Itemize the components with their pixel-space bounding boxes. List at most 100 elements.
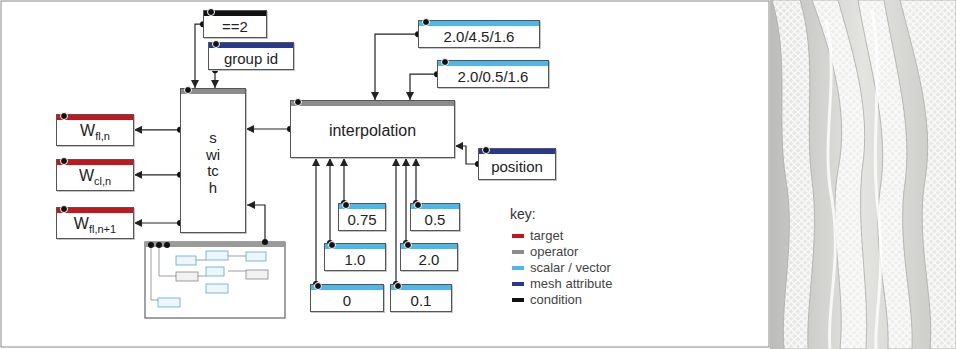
node-content: 0 [343,292,351,309]
node-text: 0.75 [347,211,376,228]
connector [246,128,290,129]
legend-text: mesh attribute [530,276,612,291]
legend-text: operator [530,244,578,259]
subgraph-wire [247,205,265,242]
connector [134,222,180,223]
subgraph-thumbnail [145,242,285,318]
node-text: switch [206,130,221,196]
connector [395,158,396,284]
operator-box: switch [180,88,246,233]
port-dot [184,86,192,94]
legend-swatch [512,250,524,254]
node-text: W [80,122,95,139]
type-bar [419,21,539,26]
type-bar [57,208,133,213]
subscript-text: fl,n [95,130,110,142]
operator-box: interpolation [290,100,455,158]
port-dot [404,241,412,249]
legend-text: scalar / vector [530,260,611,275]
port-dot [314,282,322,290]
node-text: 0.1 [411,292,432,309]
port-dot [60,112,68,120]
legend-row: scalar / vector [512,260,611,275]
node-text: interpolation [329,122,416,139]
node-content: 0.75 [347,211,376,228]
legend-row: operator [512,244,578,259]
legend-swatch [512,298,524,302]
target-box: Wfl,n [56,114,134,146]
node-content: Wfl,n [80,122,110,143]
port-dot [422,18,430,26]
connector [134,174,180,175]
scalar-box: 2.0/0.5/1.6 [437,60,549,88]
node-content: group id [224,50,278,67]
scalar-box: 0.5 [410,203,460,231]
connector [415,158,416,203]
panel-frame [1,1,769,347]
node-content: 0.1 [411,292,432,309]
port-dot [60,205,68,213]
condition-box: ==2 [203,10,267,38]
connector [410,74,437,100]
connector [343,158,344,203]
node-content: 1.0 [345,251,366,268]
scalar-box: 0 [310,284,384,312]
target-box: Wfl,n+1 [56,207,134,239]
scalar-box: 2.0 [400,243,458,271]
type-bar [438,61,548,66]
connector [375,34,418,100]
node-text: W [79,167,94,184]
legend-swatch [512,282,524,286]
type-bar [57,160,133,165]
node-text: 1.0 [345,251,366,268]
scalar-box: 1.0 [324,243,386,271]
connector [195,24,203,88]
subscript-text: cl,n [94,175,111,187]
node-content: switch [206,130,221,196]
port-dot [342,201,350,209]
subscript-text: fl,n+1 [89,223,116,235]
scalar-box: 0.75 [338,203,386,231]
node-content: Wcl,n [79,167,111,188]
port-dot [441,58,449,66]
legend-text: condition [530,292,582,307]
port-dot [414,201,422,209]
node-text: 0.5 [425,211,446,228]
legend-text: target [530,228,563,243]
type-bar [209,43,293,48]
connector [455,146,478,164]
node-text: W [74,215,89,232]
node-content: 2.0/4.5/1.6 [444,28,515,45]
type-bar [57,115,133,120]
legend-row: mesh attribute [512,276,612,291]
connector [134,129,180,130]
target-box: Wcl,n [56,159,134,191]
port-dot [207,8,215,16]
port-dot [394,282,402,290]
node-text: position [491,158,543,175]
type-bar [291,101,454,106]
node-content: 0.5 [425,211,446,228]
connector [329,158,330,243]
node-content: 2.0/0.5/1.6 [458,68,529,85]
node-text: 2.0/0.5/1.6 [458,68,529,85]
legend-swatch [512,234,524,238]
type-bar [479,149,555,154]
node-text: 2.0 [419,251,440,268]
node-text: ==2 [222,18,248,35]
scalar-box: 0.1 [390,284,452,312]
legend-swatch [512,266,524,270]
node-content: position [491,158,543,175]
mesh-attribute-box: position [478,148,556,180]
node-content: ==2 [222,18,248,35]
connector [405,158,406,243]
port-dot [328,241,336,249]
port-dot [212,40,220,48]
node-text: group id [224,50,278,67]
node-content: 2.0 [419,251,440,268]
port-dot [294,98,302,106]
node-content: interpolation [329,122,416,140]
port-dot [60,157,68,165]
port-dot [262,239,268,245]
